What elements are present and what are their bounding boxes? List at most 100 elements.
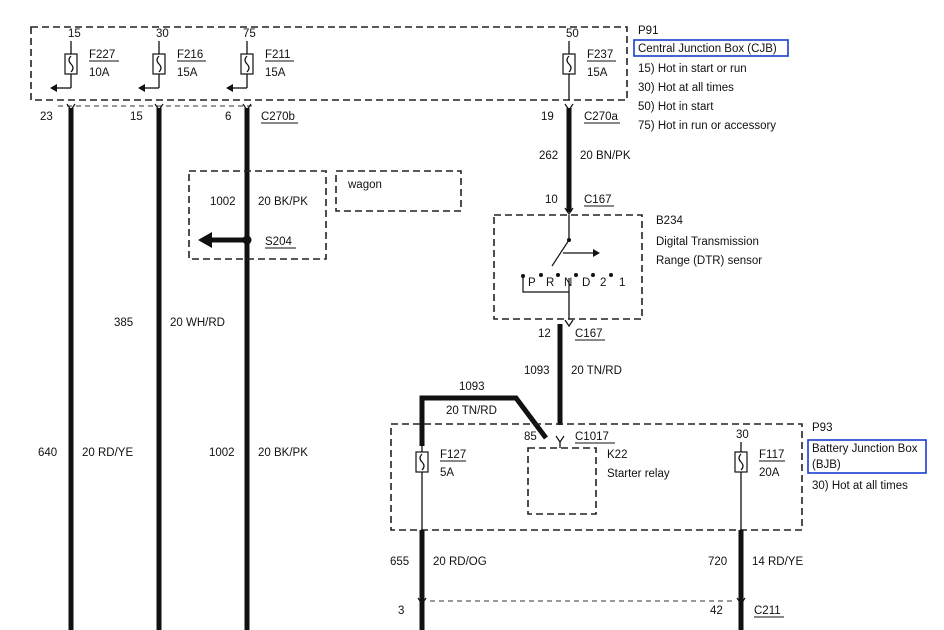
dtr-sensor: B234 Digital Transmission Range (DTR) se…: [493, 214, 762, 320]
cjb-title: Central Junction Box (CJB): [638, 43, 777, 55]
cjb-id: P91: [638, 25, 658, 37]
c270a-pin: 19: [541, 111, 554, 123]
bjb-outline: [390, 423, 803, 531]
cjb-outline: [30, 26, 628, 101]
fuse-pin-label: 30: [736, 429, 749, 441]
c167-top-name: C167: [584, 194, 612, 206]
starter-relay: 85 C1017 K22 Starter relay: [524, 431, 670, 515]
wire-1093-jog-circuit: 1093: [459, 381, 485, 393]
dtr-switch-direction-arrow: [593, 249, 600, 257]
dtr-sensor-outline: [493, 214, 643, 320]
central-junction-box: P91 Central Junction Box (CJB) 15) Hot i…: [30, 25, 789, 132]
wire-1002-upper-spec: 20 BK/PK: [258, 196, 308, 208]
wire-640-spec: 20 RD/YE: [82, 447, 133, 459]
c1017-pin: 85: [524, 431, 537, 443]
dtr-name-line1: Digital Transmission: [656, 236, 759, 248]
fuse-f237: 50 F237 15A: [562, 28, 616, 100]
bjb-title-highlight: [807, 439, 927, 474]
connector-c270b: 23 15 6 C270b: [40, 105, 298, 124]
wire-720-circuit: 720: [708, 556, 727, 568]
fuse-pin-label: 50: [566, 28, 579, 40]
wagon-option: wagon 1002 20 BK/PK S204: [188, 170, 462, 260]
fuse-name-label: F127: [440, 449, 466, 461]
c167-bottom-name: C167: [575, 328, 603, 340]
wire-385-circuit: 385: [114, 317, 133, 329]
wire-655-spec: 20 RD/OG: [433, 556, 487, 568]
connector-c211: 3 42 C211: [398, 597, 784, 618]
wire-1093-jog-spec: 20 TN/RD: [446, 405, 497, 417]
connector-c167-top: 10 C167: [545, 194, 614, 216]
fuse-pin-label: 75: [243, 28, 256, 40]
c270-terminals: [66, 103, 574, 112]
c211-pin-3: 3: [398, 605, 404, 617]
fuse-feed-arrow: [226, 84, 233, 92]
bjb-legend-30: 30) Hot at all times: [812, 480, 908, 492]
fuse-name-label: F237: [587, 49, 613, 61]
wire-640-circuit: 640: [38, 447, 57, 459]
fuse-f117: 30 F117 20A: [734, 429, 785, 530]
cjb-title-highlight: [633, 39, 789, 57]
c270b-pin-23: 23: [40, 111, 53, 123]
wire-1093-spec: 20 TN/RD: [571, 365, 622, 377]
dtr-pos-2: 2: [600, 277, 606, 289]
cjb-legend-75: 75) Hot in run or accessory: [638, 120, 776, 132]
wire-1002-circuit: 1002: [209, 447, 235, 459]
bjb-id: P93: [812, 422, 832, 434]
fuse-rating-label: 10A: [89, 67, 110, 79]
fuse-f127: F127 5A: [415, 444, 466, 530]
fuse-f211: 75 F211 15A: [226, 28, 294, 92]
wire-1093-jog: [419, 395, 548, 446]
c211-name: C211: [754, 605, 781, 617]
c270b-pin-6: 6: [225, 111, 231, 123]
cjb-legend-50: 50) Hot in start: [638, 101, 714, 113]
dtr-pos-n: N: [564, 277, 572, 289]
wagon-option-outline: [188, 170, 327, 260]
c167-top-pin: 10: [545, 194, 558, 206]
connector-c270a: 19 C270a: [541, 111, 620, 124]
splice-s204-dot: [242, 235, 252, 245]
connector-c167-bottom: 12 C167: [538, 319, 605, 341]
relay-id: K22: [607, 449, 627, 461]
fuse-name-label: F117: [759, 449, 784, 461]
c1017-name: C1017: [575, 431, 609, 443]
dtr-pos-p: P: [528, 277, 536, 289]
wire-262-circuit: 262: [539, 150, 558, 162]
fuse-feed-arrow: [138, 84, 145, 92]
wagon-label-box: [335, 170, 462, 212]
wagon-label: wagon: [347, 179, 382, 191]
fuse-name-label: F211: [265, 49, 290, 61]
fuse-rating-label: 15A: [177, 67, 198, 79]
wire-655-circuit: 655: [390, 556, 409, 568]
fuse-pin-label: 30: [156, 28, 169, 40]
dtr-pos-r: R: [546, 277, 554, 289]
dtr-id: B234: [656, 215, 683, 227]
fuse-f227: 15 F227 10A: [50, 28, 119, 92]
fuse-rating-label: 15A: [587, 67, 608, 79]
battery-junction-box: P93 Battery Junction Box (BJB) 30) Hot a…: [390, 422, 927, 531]
cjb-legend-30: 30) Hot at all times: [638, 82, 734, 94]
wire-720-spec: 14 RD/YE: [752, 556, 803, 568]
cjb-legend-15: 15) Hot in start or run: [638, 63, 747, 75]
fuse-rating-label: 20A: [759, 467, 780, 479]
starter-relay-outline: [527, 447, 597, 515]
fuse-feed-arrow: [50, 84, 57, 92]
wire-1002-spec: 20 BK/PK: [258, 447, 308, 459]
fuse-pin-label: 15: [68, 28, 81, 40]
fuse-name-label: F227: [89, 49, 115, 61]
splice-branch-arrow: [198, 232, 212, 248]
fuse-rating-label: 5A: [440, 467, 454, 479]
dtr-switch-arm: [551, 239, 570, 267]
c270b-name: C270b: [261, 111, 295, 123]
bjb-title-line1: Battery Junction Box: [812, 443, 918, 455]
dtr-pos-1: 1: [619, 277, 625, 289]
c270a-name: C270a: [584, 111, 618, 123]
c167-bottom-pin: 12: [538, 328, 551, 340]
splice-s204-label: S204: [265, 236, 292, 248]
fuse-name-label: F216: [177, 49, 203, 61]
dtr-pos-d: D: [582, 277, 590, 289]
fuse-rating-label: 15A: [265, 67, 286, 79]
bjb-title-line2: (BJB): [812, 459, 841, 471]
fuse-f216: 30 F216 15A: [138, 28, 206, 92]
relay-name: Starter relay: [607, 468, 670, 480]
